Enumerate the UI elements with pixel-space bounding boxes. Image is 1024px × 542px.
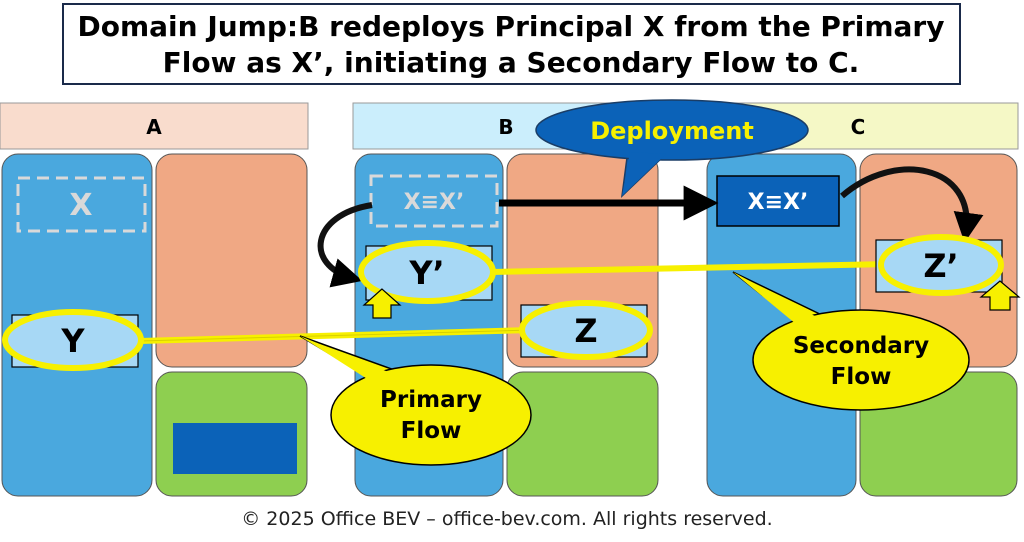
node-z-label: Z: [574, 312, 597, 350]
deployment-callout: Deployment: [535, 99, 809, 199]
title-box: Domain Jump:B redeploys Principal X from…: [62, 3, 961, 85]
principal-x-in-b-label: X≡X’: [404, 190, 465, 215]
primary-flow-label-line-2: Flow: [401, 418, 462, 444]
title-line-2: Flow as X’, initiating a Secondary Flow …: [163, 46, 860, 79]
domain-a-dark-block: [173, 423, 297, 474]
node-y: Y: [2, 309, 144, 371]
secondary-flow-label-line-1: Secondary: [793, 333, 929, 359]
node-z-prime: Z’: [875, 234, 1004, 296]
copyright-footer: © 2025 Office BEV – office-bev.com. All …: [241, 508, 772, 530]
domain-label-a: A: [146, 115, 162, 139]
node-z-prime-label: Z’: [923, 247, 958, 285]
domain-b-green-column: [506, 371, 659, 497]
node-y-prime-label: Y’: [408, 254, 444, 292]
domain-label-b: B: [498, 115, 513, 139]
z-prime-up-arrow-icon: [979, 280, 1021, 311]
domain-header-a: A: [0, 102, 309, 150]
domain-label-c: C: [851, 115, 866, 139]
node-y-label: Y: [60, 322, 85, 360]
secondary-curved-arrow: [840, 166, 984, 243]
domain-a-salmon-column: [155, 153, 308, 368]
secondary-flow-label-line-2: Flow: [831, 364, 892, 390]
redeploy-curved-arrow: [317, 202, 373, 288]
primary-flow-label-line-1: Primary: [380, 387, 482, 413]
principal-x-in-c-label: X≡X’: [748, 190, 809, 215]
principal-x-label: X: [69, 188, 92, 223]
primary-flow-callout: Primary Flow: [299, 335, 532, 466]
deployment-label: Deployment: [590, 117, 754, 145]
y-prime-up-arrow-icon: [362, 288, 402, 319]
node-z: Z: [519, 300, 653, 360]
secondary-flow-callout: Secondary Flow: [732, 271, 970, 411]
title-line-1: Domain Jump:B redeploys Principal X from…: [77, 10, 944, 43]
node-y-prime: Y’: [358, 240, 496, 304]
principal-x-in-c: X≡X’: [716, 175, 840, 227]
secondary-flow-line: [491, 261, 891, 275]
principal-x-original: X: [16, 176, 147, 233]
principal-x-in-b: X≡X’: [369, 174, 499, 228]
